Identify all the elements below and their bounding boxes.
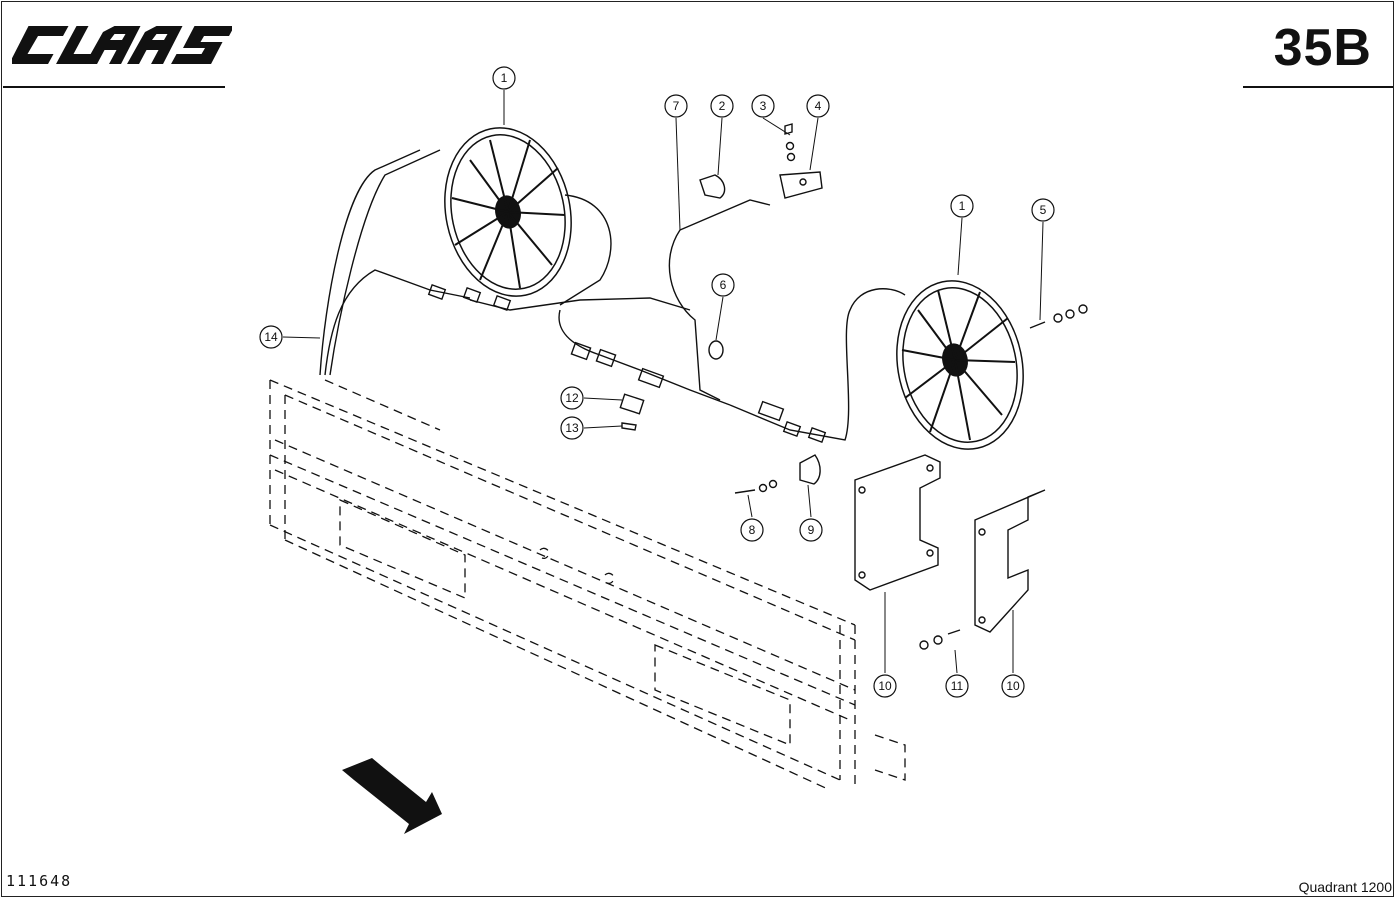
header-rule-right xyxy=(1243,86,1393,88)
callout-label: 12 xyxy=(565,391,579,405)
fan-left xyxy=(444,127,572,297)
mounting-brackets xyxy=(854,454,1046,633)
page-number: 35B xyxy=(1273,19,1372,77)
callout-label: 13 xyxy=(565,421,579,435)
cooler-frame xyxy=(269,379,906,791)
callout-label: 8 xyxy=(749,523,756,537)
callout-label: 2 xyxy=(719,99,726,113)
callout-label: 6 xyxy=(720,278,727,292)
wiring-harness xyxy=(319,149,906,441)
model-name: Quadrant 1200 xyxy=(1298,879,1392,895)
connectors xyxy=(427,123,1088,650)
callout-label: 1 xyxy=(501,71,508,85)
fan-right xyxy=(896,280,1024,450)
claas-logo xyxy=(12,26,232,64)
callout-label: 10 xyxy=(1006,679,1020,693)
header-rule-left xyxy=(3,86,225,88)
arrow-down-left-icon xyxy=(342,758,442,834)
callout-label: 11 xyxy=(951,679,964,693)
callout-label: 3 xyxy=(760,99,767,113)
callout-label: 14 xyxy=(264,330,278,344)
leader-lines xyxy=(282,90,1044,674)
callout-label: 4 xyxy=(815,99,822,113)
callout-circles xyxy=(259,66,1055,698)
callout-label: 1 xyxy=(959,199,966,213)
callout-label: 10 xyxy=(878,679,892,693)
callout-label: 7 xyxy=(673,99,680,113)
callout-label: 5 xyxy=(1040,203,1047,217)
callout-label: 9 xyxy=(808,523,815,537)
drawing-number: 111648 xyxy=(6,872,73,890)
